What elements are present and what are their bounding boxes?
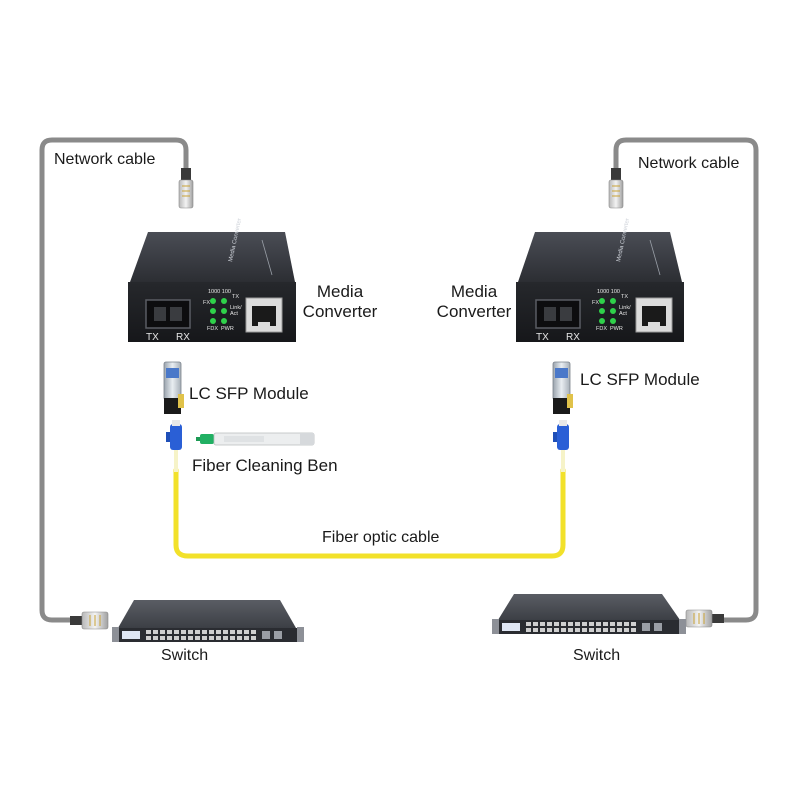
led-pwr-label: PWR	[610, 326, 623, 332]
media-converter-label-right: Media Converter	[434, 282, 514, 322]
led-fx-label: FX	[592, 300, 599, 306]
network-cable-left	[39, 137, 189, 623]
led-indicator	[221, 318, 227, 324]
port-tx-label: TX	[536, 332, 549, 343]
speed-header: 1000 100	[208, 289, 231, 295]
led-indicator	[599, 298, 605, 304]
led-indicator	[599, 308, 605, 314]
led-act-label: Act	[230, 311, 238, 317]
switch-label-right: Switch	[573, 647, 621, 664]
led-act-label: Act	[619, 311, 627, 317]
led-indicator	[221, 298, 227, 304]
rj45-connector-top-left	[178, 168, 194, 209]
media-converter-label-left: Media Converter	[300, 282, 380, 322]
rj45-connector-top-right	[608, 168, 624, 209]
port-rx-label: RX	[176, 332, 190, 343]
led-indicator	[610, 308, 616, 314]
fiber-cleaning-pen	[196, 432, 315, 446]
led-tx-label: TX	[232, 294, 239, 300]
lc-connector-left	[166, 420, 182, 450]
rj45-connector-switch-right	[685, 609, 724, 628]
led-pwr-label: PWR	[221, 326, 234, 332]
led-indicator	[610, 318, 616, 324]
sfp-module-label-right: LC SFP Module	[580, 370, 700, 389]
media-converter-label-line: Converter	[436, 302, 512, 321]
switch-left	[112, 600, 304, 642]
led-link-label: Link/	[230, 305, 242, 311]
network-cable-label-right: Network cable	[638, 155, 740, 172]
network-cable-right	[613, 137, 759, 623]
sfp-port	[535, 299, 581, 329]
switch-right	[492, 594, 686, 634]
led-indicator	[210, 298, 216, 304]
rj45-connector-switch-left	[70, 611, 109, 630]
led-fdx-label: FDX	[596, 326, 607, 332]
led-indicator	[210, 318, 216, 324]
fiber-cleaning-label: Fiber Cleaning Ben	[192, 456, 338, 475]
led-fdx-label: FDX	[207, 326, 218, 332]
led-indicator	[599, 318, 605, 324]
led-indicator	[610, 298, 616, 304]
led-tx-label: TX	[621, 294, 628, 300]
switch-label-left: Switch	[161, 647, 209, 664]
speed-header: 1000 100	[597, 289, 620, 295]
network-cable-label-left: Network cable	[54, 151, 156, 168]
media-converter-left: Media Converter TX RX 1000 100 FX TX Lin…	[128, 218, 296, 343]
media-converter-label-line: Converter	[302, 302, 378, 321]
fiber-optic-cable	[173, 467, 566, 559]
sfp-module-right	[552, 361, 573, 414]
sfp-module-left	[163, 361, 184, 414]
lc-connector-right	[553, 420, 569, 450]
port-rx-label: RX	[566, 332, 580, 343]
led-indicator	[210, 308, 216, 314]
media-converter-right: Media Converter TX RX 1000 100 FX TX Lin…	[516, 218, 684, 343]
media-converter-label-line: Media	[450, 282, 498, 301]
sfp-module-label-left: LC SFP Module	[189, 384, 309, 403]
led-indicator	[221, 308, 227, 314]
led-fx-label: FX	[203, 300, 210, 306]
led-link-label: Link/	[619, 305, 631, 311]
media-converter-label-line: Media	[316, 282, 364, 301]
fiber-optic-cable-label: Fiber optic cable	[322, 529, 440, 546]
sfp-port	[145, 299, 191, 329]
port-tx-label: TX	[146, 332, 159, 343]
